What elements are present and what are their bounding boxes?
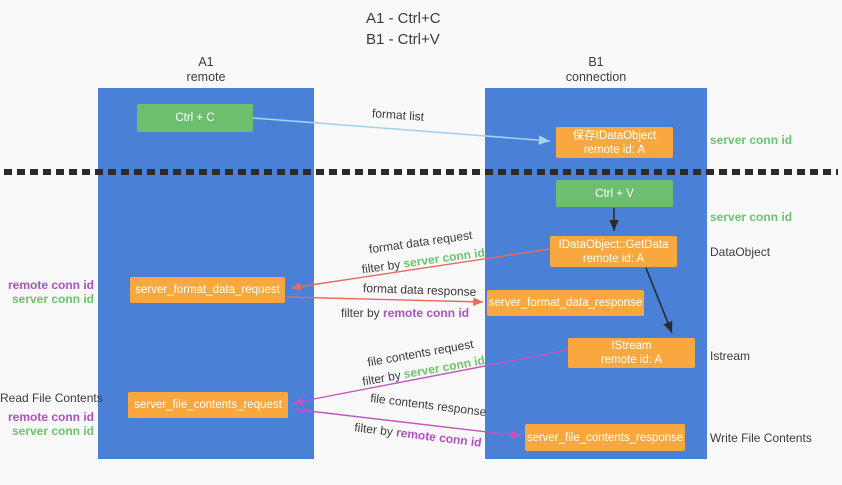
- node-format-response-label: server_format_data_response: [488, 297, 643, 309]
- left-label-server-conn-id-file: server conn id: [11, 424, 94, 438]
- edge-label-file-contents-response: file contents response: [369, 390, 488, 420]
- node-ctrl-c-label: Ctrl + C: [175, 112, 215, 124]
- filter-remote-conn-id: remote conn id: [383, 306, 470, 320]
- node-server-file-contents-request: server_file_contents_request: [128, 392, 288, 418]
- node-file-response-label: server_file_contents_response: [526, 431, 684, 444]
- node-istream: IStream remote id: A: [568, 338, 695, 368]
- left-label-read-file-contents: Read File Contents: [0, 391, 103, 405]
- left-label-remote-conn-id-format: remote conn id: [7, 278, 94, 292]
- filter-by-text: filter by: [341, 306, 380, 320]
- column-a-role: remote: [186, 70, 226, 84]
- filter-by-text: filter by: [360, 257, 402, 277]
- node-file-request-label: server_file_contents_request: [134, 399, 282, 411]
- edge-label-format-data-response: format data response: [362, 281, 477, 299]
- right-label-server-conn-id-top: server conn id: [710, 133, 793, 147]
- node-getdata-line2: remote id: A: [582, 252, 645, 265]
- filter-remote-conn-id: remote conn id: [395, 425, 483, 450]
- edge-label-format-list: format list: [371, 106, 425, 124]
- left-label-remote-conn-id-file: remote conn id: [7, 410, 94, 424]
- right-label-write-file-contents: Write File Contents: [710, 431, 812, 445]
- node-server-file-contents-response: server_file_contents_response: [525, 424, 685, 451]
- node-ctrl-v: Ctrl + V: [556, 180, 673, 207]
- node-getdata-line1: IDataObject::GetData: [558, 238, 669, 251]
- left-label-server-conn-id-format: server conn id: [11, 292, 94, 306]
- column-b-header: B1 connection: [485, 55, 707, 85]
- title-line-1: A1 - Ctrl+C: [366, 10, 441, 27]
- node-save-dataobject-line1: 保存IDataObject: [572, 129, 657, 142]
- edge-label-file-contents-request: file contents request filter by server c…: [350, 332, 494, 392]
- edge-label-format-data-request: format data request filter by server con…: [350, 223, 494, 280]
- right-label-dataobject: DataObject: [710, 245, 771, 259]
- node-server-format-data-request: server_format_data_request: [130, 277, 285, 303]
- edge-label-format-data-response-filter: filter by remote conn id: [341, 306, 469, 320]
- edge-label-file-contents-response-filter: filter by remote conn id: [354, 420, 483, 450]
- node-istream-line2: remote id: A: [600, 354, 663, 366]
- node-ctrl-v-label: Ctrl + V: [595, 187, 634, 200]
- session-divider-dashed-line: [4, 169, 838, 175]
- column-b-name: B1: [588, 55, 604, 69]
- node-server-format-data-response: server_format_data_response: [487, 290, 644, 316]
- right-label-server-conn-id-mid: server conn id: [710, 210, 793, 224]
- column-a-header: A1 remote: [98, 55, 314, 85]
- node-idataobject-getdata: IDataObject::GetData remote id: A: [550, 236, 677, 267]
- column-b-role: connection: [565, 70, 627, 84]
- node-ctrl-c: Ctrl + C: [137, 104, 253, 132]
- node-istream-line1: IStream: [611, 340, 652, 352]
- node-save-dataobject-line2: remote id: A: [583, 143, 646, 156]
- right-label-istream: Istream: [710, 349, 751, 363]
- filter-by-text: filter by: [361, 368, 402, 389]
- node-save-dataobject: 保存IDataObject remote id: A: [556, 127, 673, 158]
- title-line-2: B1 - Ctrl+V: [366, 31, 440, 48]
- column-a-name: A1: [198, 55, 214, 69]
- filter-by-text: filter by: [353, 420, 394, 439]
- node-format-request-label: server_format_data_request: [135, 284, 280, 296]
- diagram-title: A1 - Ctrl+C B1 - Ctrl+V: [366, 8, 441, 50]
